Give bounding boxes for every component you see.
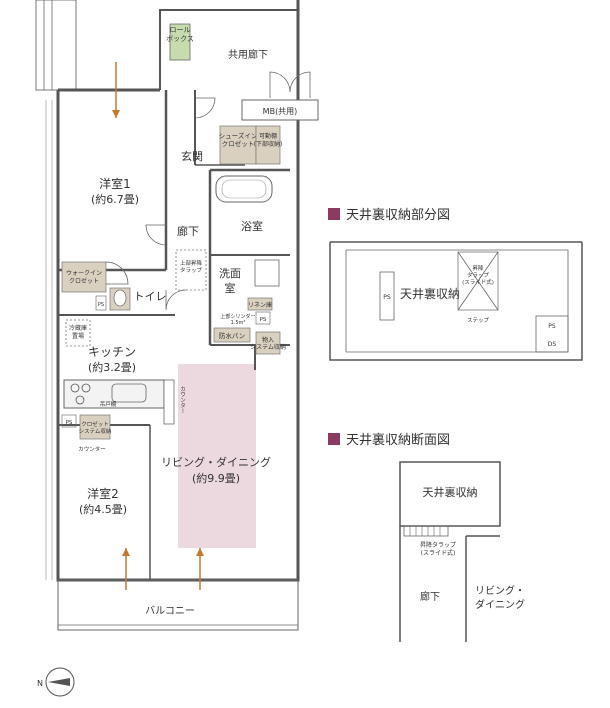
stove-burner [70, 383, 80, 393]
svg-text:上部昇降タラップ: 上部昇降タラップ [180, 259, 203, 274]
svg-text:シューズインクロゼット: シューズインクロゼット [219, 131, 258, 148]
ps-box-room2 [61, 414, 77, 428]
svg-text:リネン庫: リネン庫 [248, 301, 272, 309]
roll-box-label: ロールボックス [166, 26, 194, 43]
linen-storage [247, 297, 273, 311]
exterior-column [35, 0, 77, 91]
balcony-label: バルコニー [145, 605, 195, 617]
svg-text:PS: PS [548, 323, 556, 330]
ps-box-toilet [95, 295, 107, 311]
svg-text:吊戸棚: 吊戸棚 [100, 400, 117, 408]
western-room-1-name: 洋室1 [99, 176, 131, 191]
closet-system [79, 414, 111, 440]
svg-text:PS: PS [66, 420, 73, 426]
entrance-label: 玄関 [181, 149, 203, 163]
svg-text:カウンター: カウンター [179, 386, 186, 414]
ps-box-attic [379, 271, 395, 321]
corridor-door [269, 71, 291, 98]
mb-box [241, 99, 319, 121]
svg-text:PS: PS [260, 317, 267, 323]
toilet-label: トイレ [134, 290, 167, 303]
attic-ladder [457, 251, 499, 311]
main-floor-plan: ロールボックス 共用廊下 MB(共用) シューズインクロゼット 可動棚(下部収納… [35, 0, 319, 697]
svg-text:カウンター: カウンター [78, 445, 106, 453]
western-room-2-name: 洋室2 [87, 486, 119, 501]
airflow-arrow-icon [112, 62, 204, 590]
roll-box [169, 23, 191, 61]
balcony [57, 579, 299, 631]
washbasin [254, 259, 280, 287]
attic-section: 天井裏収納断面図 天井裏収納 昇降タラップ(スライド式) 廊下 リビング・ダイニ… [328, 433, 525, 642]
svg-text:PS: PS [98, 302, 104, 308]
fridge-space [65, 319, 91, 347]
entrance-door [194, 97, 216, 119]
svg-text:物入システム収納: 物入システム収納 [250, 336, 286, 351]
room1-door [145, 224, 167, 246]
attic-plan-outline [329, 242, 583, 361]
kitchen-name: キッチン [88, 345, 136, 359]
washroom-label-2: 室 [225, 281, 236, 295]
kitchen-size: (約3.2畳) [88, 360, 136, 374]
waterproof-pan [213, 327, 251, 343]
attic-section-heading: 天井裏収納断面図 [346, 433, 450, 448]
walk-in-closet [61, 261, 107, 293]
shoes-in-closet [219, 125, 257, 165]
storage-system [255, 331, 281, 355]
svg-text:クロゼットシステム収納: クロゼットシステム収納 [79, 420, 112, 435]
attic-plan-marker [328, 208, 340, 220]
svg-text:昇降タラップ(スライド式): 昇降タラップ(スライド式) [420, 541, 456, 557]
common-corridor-label: 共用廊下 [228, 48, 268, 61]
movable-shelf [255, 125, 281, 165]
section-attic-box [399, 461, 501, 527]
washroom-label-1: 洗面 [219, 267, 241, 280]
svg-text:N: N [37, 679, 43, 688]
section-hallway-label: 廊下 [420, 590, 440, 603]
svg-text:DS: DS [548, 341, 557, 348]
attic-storage-label: 天井裏収納 [400, 286, 460, 301]
living-dining-size: (約9.9畳) [192, 471, 240, 485]
attic-ladder-area [175, 249, 207, 291]
section-ladder [403, 525, 449, 537]
toilet-door [165, 289, 187, 311]
attic-section-marker [328, 433, 340, 445]
section-storage-label: 天井裏収納 [423, 485, 478, 499]
kitchen-sink [111, 383, 147, 403]
svg-text:ウォークインクロゼット: ウォークインクロゼット [66, 269, 102, 285]
wic-door [105, 261, 129, 285]
hallway-label: 廊下 [177, 224, 199, 238]
mb-label: MB(共用) [263, 107, 298, 116]
counter-top [163, 379, 175, 425]
svg-text:昇降タラップ(スライド式): 昇降タラップ(スライド式) [462, 264, 494, 286]
ps-ds-box [535, 315, 569, 353]
svg-text:冷蔵庫置場: 冷蔵庫置場 [69, 324, 87, 340]
ps-box-wash [255, 311, 271, 325]
attic-plan-heading: 天井裏収納部分図 [346, 208, 450, 223]
svg-text:PS: PS [383, 294, 391, 301]
section-living-label: リビング・ダイニング [475, 584, 525, 611]
attic-plan: 天井裏収納部分図 PS 天井裏収納 昇降タラップ(スライド式) ステップ PS … [328, 208, 583, 361]
western-room-2-size: (約4.5畳) [79, 502, 127, 516]
svg-text:防水パン: 防水パン [219, 331, 245, 340]
bathroom-label: 浴室 [241, 219, 263, 233]
north-arrow-icon: N [37, 667, 75, 697]
living-dining-name: リビング・ダイニング [161, 455, 271, 469]
svg-text:ステップ: ステップ [467, 317, 490, 324]
svg-text:可動棚(下部収納): 可動棚(下部収納) [254, 132, 283, 148]
bathtub [215, 175, 273, 203]
ldk-highlight [178, 364, 256, 548]
western-room-1-size: (約6.7畳) [91, 192, 139, 206]
